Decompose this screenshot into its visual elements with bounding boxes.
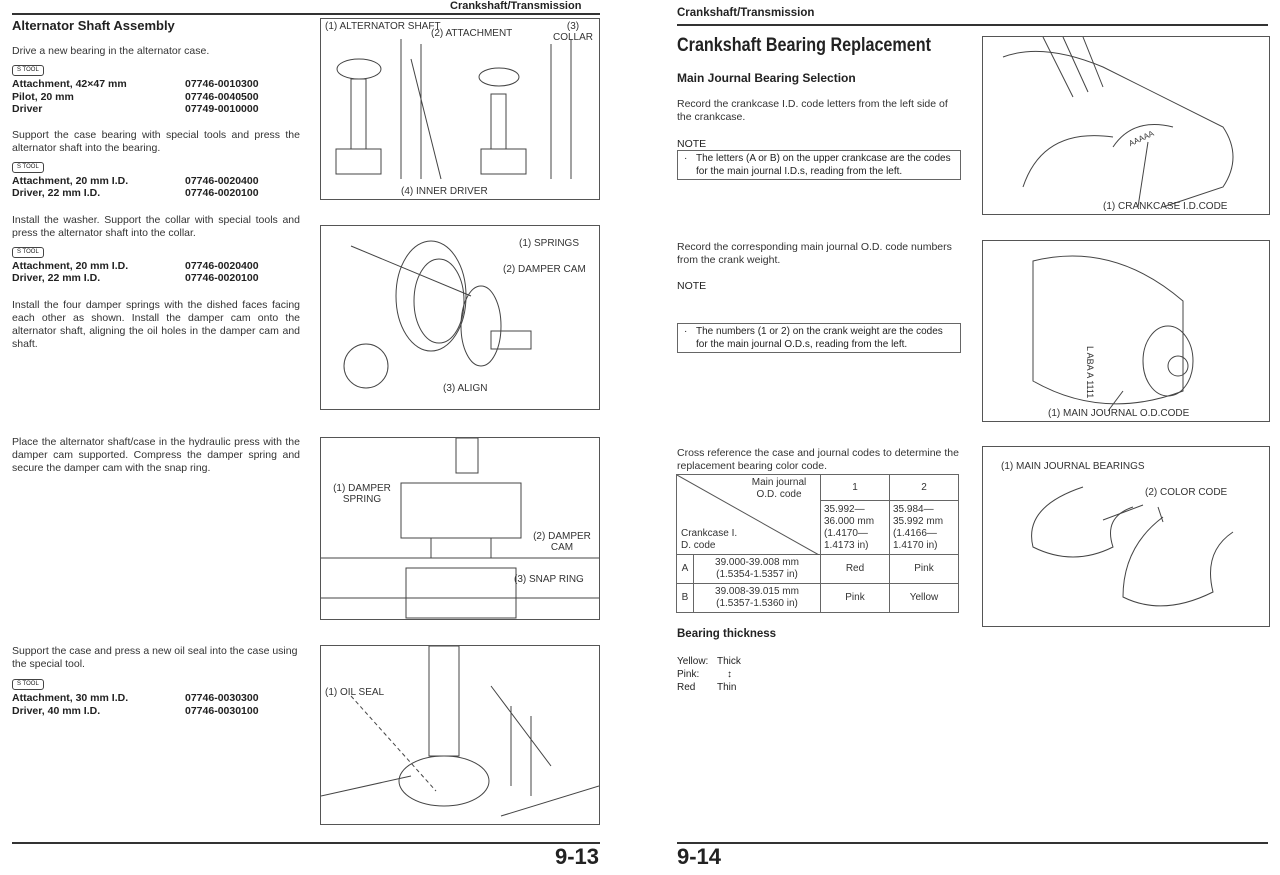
special-tool-badge: S TOOL [12, 65, 44, 76]
thickness-title: Bearing thickness [677, 628, 777, 640]
subtitle: Main Journal Bearing Selection [677, 71, 856, 85]
col-range: 35.992— 36.000 mm (1.4170— 1.4173 in) [820, 500, 890, 555]
tool-row: Driver, 22 mm I.D.07746-0020100 [12, 272, 259, 284]
special-tool-badge: S TOOL [12, 246, 44, 258]
figure-label: (2) DAMPER CAM [503, 264, 586, 275]
figure-label: (1) MAIN JOURNAL O.D.CODE [1048, 408, 1190, 419]
tool-row: Attachment, 20 mm I.D.07746-0020400 [12, 259, 259, 272]
figure-label: (2) DAMPER CAM [533, 531, 591, 553]
figure-oil-seal: (1) OIL SEAL [320, 645, 600, 825]
figure-damper-springs: (1) SPRINGS (2) DAMPER CAM (3) ALIGN [320, 225, 600, 410]
figure-label: (4) INNER DRIVER [401, 186, 488, 197]
note-label: NOTE [677, 138, 707, 150]
page-number-right: 9-14 [677, 844, 722, 869]
figure-crankcase-id-code: AAAAA (1) CRANKCASE I.D.CODE [982, 36, 1270, 215]
figure-label: (3) ALIGN [443, 383, 488, 394]
figure-label: (1) DAMPER SPRING [333, 483, 391, 505]
note-box: The numbers (1 or 2) on the crank weight… [677, 323, 961, 353]
figure-label: (2) ATTACHMENT [431, 28, 513, 39]
running-head-left: Crankshaft/Transmission [450, 0, 582, 12]
running-head-right: Crankshaft/Transmission [677, 7, 815, 19]
col-header: 1 [820, 474, 890, 501]
figure-label: (3) SNAP RING [514, 574, 584, 585]
paragraph: Record the corresponding main journal O.… [677, 241, 952, 266]
step-text: Install the washer. Support the collar w… [12, 213, 300, 239]
paragraph: Record the crankcase I.D. code letters f… [677, 98, 948, 123]
step-text: Drive a new bearing in the alternator ca… [12, 45, 210, 57]
tool-row: Attachment, 30 mm I.D.07746-0030300 [12, 692, 259, 704]
special-tool-badge: S TOOL [12, 679, 44, 690]
figure-label: (3) COLLAR [553, 21, 594, 43]
step-text: Place the alternator shaft/case in the h… [12, 436, 300, 474]
table-row: A 39.000-39.008 mm (1.5354-1.5357 in) Re… [676, 554, 959, 584]
tool-row: Driver, 40 mm I.D.07746-0030100 [12, 704, 259, 717]
step-text: Support the case bearing with special to… [12, 128, 300, 154]
figure-label: L ABA A 1111 [1085, 346, 1095, 399]
col-range: 35.984— 35.992 mm (1.4166— 1.4170 in) [889, 500, 959, 555]
bearing-selection-table: Main journal O.D. code Crankcase I. D. c… [676, 474, 959, 613]
figure-snap-ring: (1) DAMPER SPRING (2) DAMPER CAM (3) SNA… [320, 437, 600, 620]
figure-label: (2) COLOR CODE [1145, 487, 1228, 498]
tool-row: Attachment, 20 mm I.D.07746-0020400 [12, 174, 259, 187]
page-title: Crankshaft Bearing Replacement [677, 35, 932, 56]
special-tool-badge: S TOOL [12, 161, 44, 173]
oil-seal-step: Support the case and press a new oil sea… [12, 645, 300, 717]
step-text: Support the case and press a new oil sea… [12, 645, 298, 670]
figure-journal-od-code: L ABA A 1111 (1) MAIN JOURNAL O.D.CODE [982, 240, 1270, 422]
note-label: NOTE [677, 280, 707, 292]
col-header: 2 [889, 474, 959, 501]
figure-label: (1) ALTERNATOR SHAFT [325, 21, 441, 32]
left-text-column: Drive a new bearing in the alternator ca… [12, 45, 300, 351]
step-text: Install the four damper springs with the… [12, 298, 300, 350]
note-box: The letters (A or B) on the upper crankc… [677, 150, 961, 180]
figure-label: (1) CRANKCASE I.D.CODE [1103, 201, 1228, 212]
section-title: Alternator Shaft Assembly [12, 18, 175, 33]
table-corner-cell: Main journal O.D. code Crankcase I. D. c… [676, 474, 821, 555]
page-number-left: 9-13 [555, 844, 600, 869]
paragraph: Cross reference the case and journal cod… [677, 447, 959, 472]
tool-row: Driver, 22 mm I.D.07746-0020100 [12, 187, 259, 199]
figure-alternator-shaft: (1) ALTERNATOR SHAFT (2) ATTACHMENT (3) … [320, 18, 600, 200]
figure-label: (1) MAIN JOURNAL BEARINGS [1001, 461, 1145, 472]
figure-label: (1) OIL SEAL [325, 687, 385, 698]
table-row: B 39.008-39.015 mm (1.5357-1.5360 in) Pi… [676, 583, 959, 613]
figure-main-journal-bearings: (1) MAIN JOURNAL BEARINGS (2) COLOR CODE [982, 446, 1270, 627]
figure-label: (1) SPRINGS [519, 238, 580, 249]
